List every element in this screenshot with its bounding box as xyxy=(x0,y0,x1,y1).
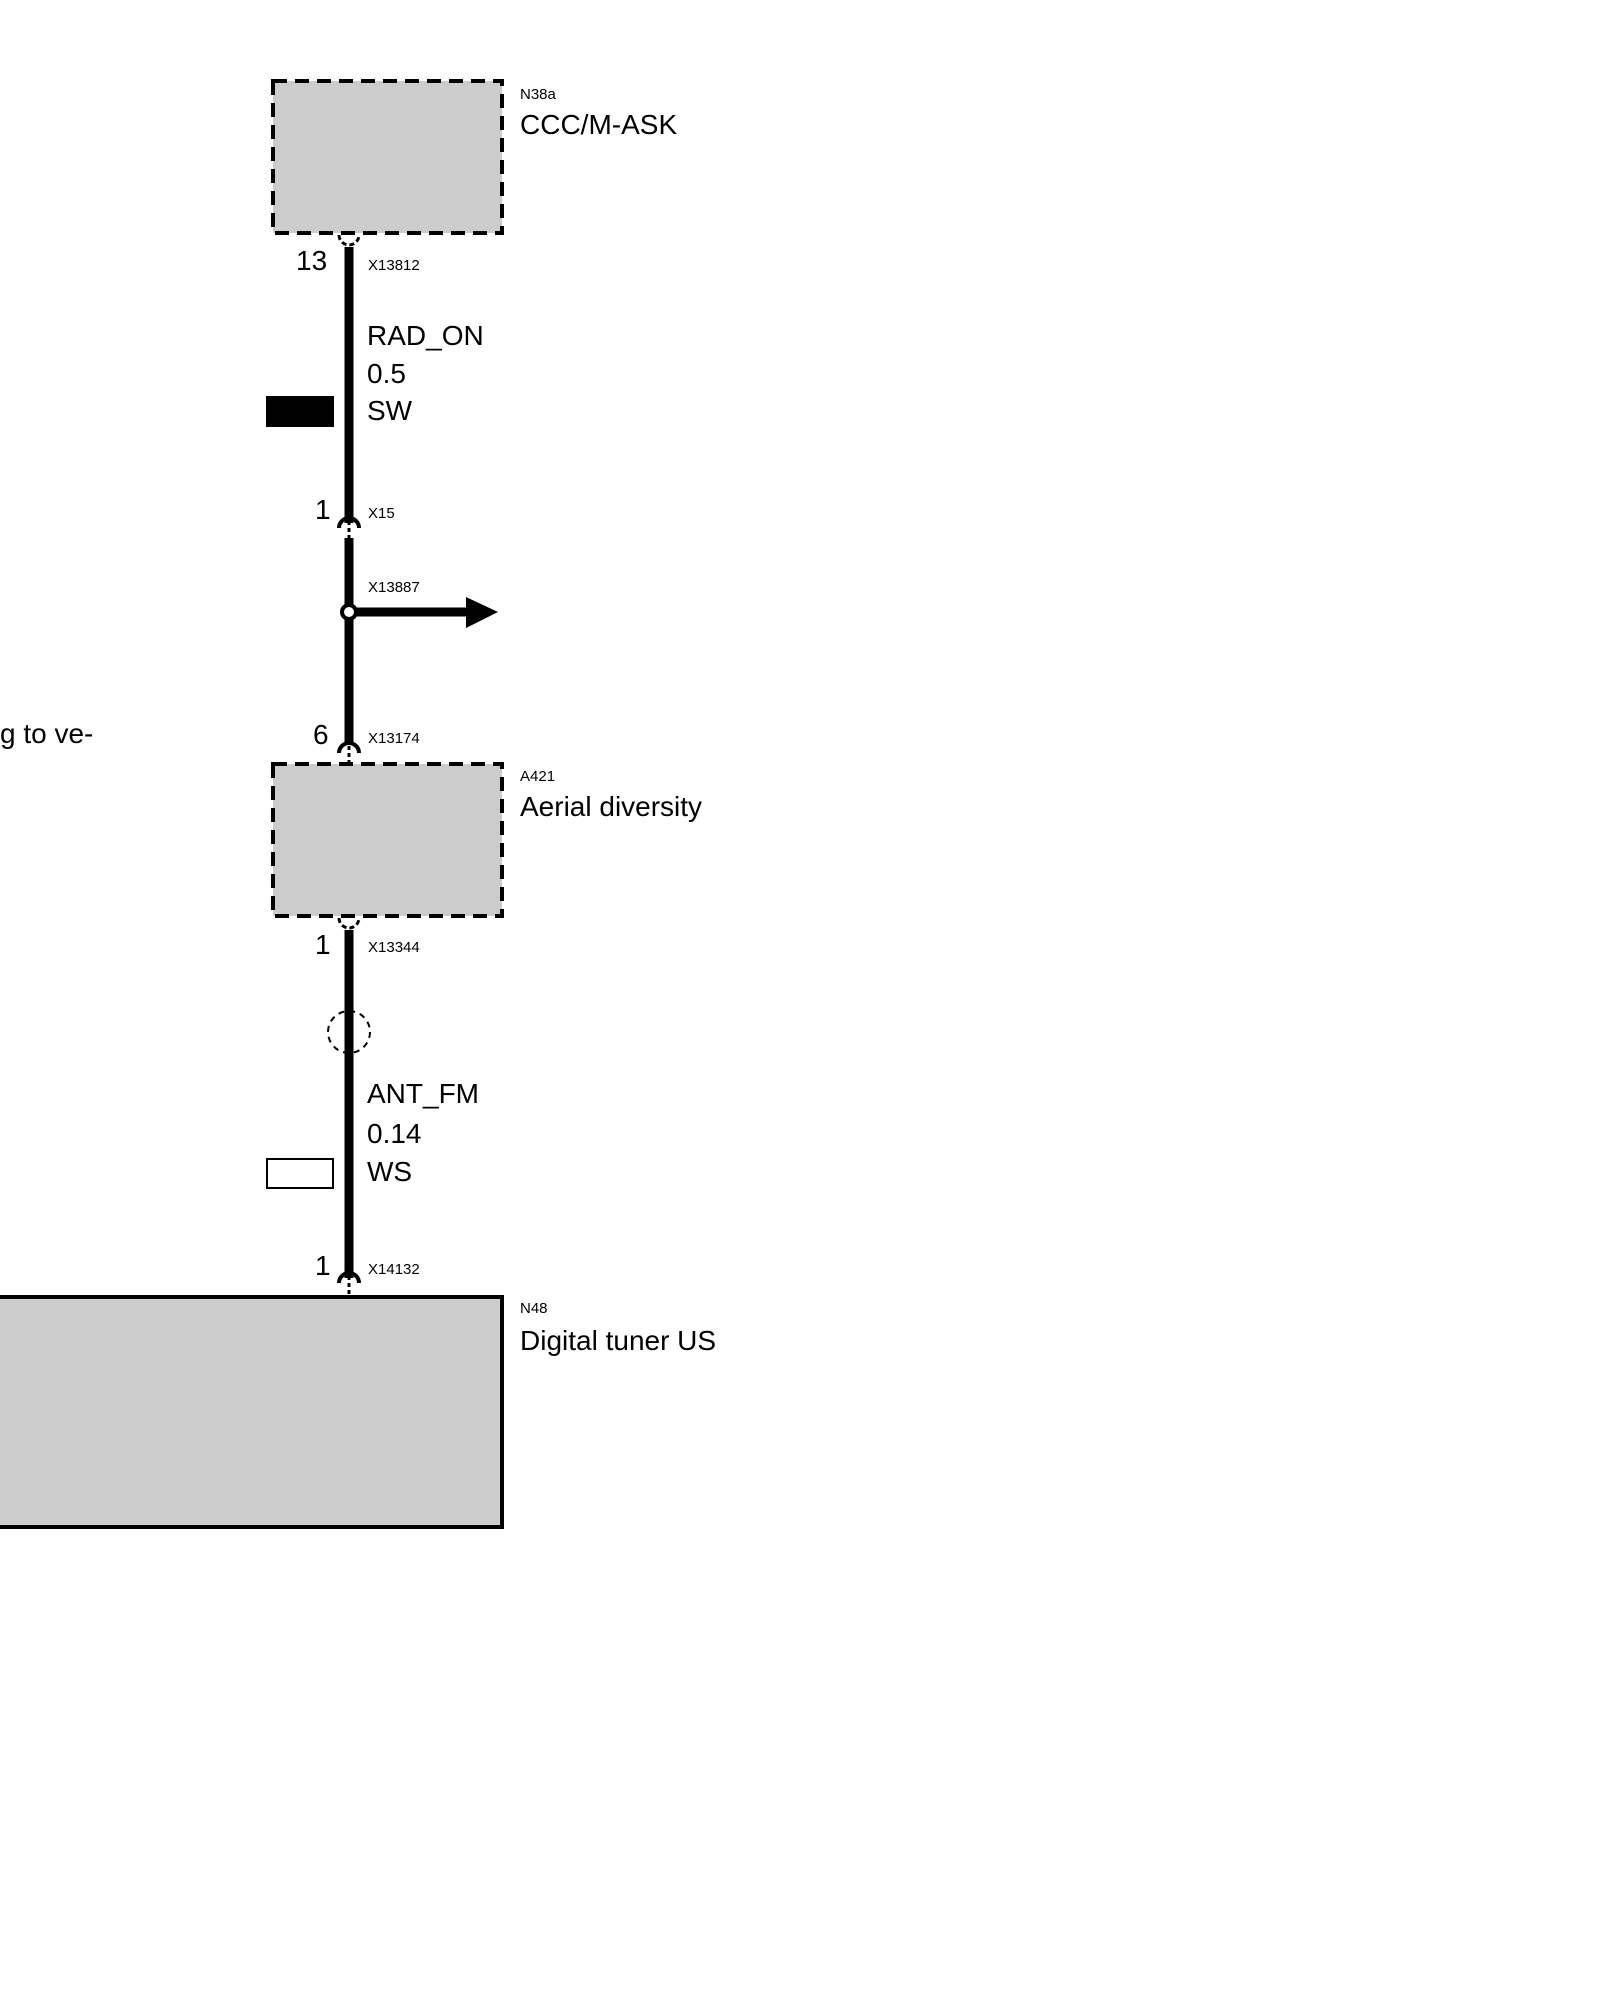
component-name-ccc-m-ask: CCC/M-ASK xyxy=(520,109,677,140)
connector-id-x13812: X13812 xyxy=(368,257,420,274)
pin-number-1-x13344: 1 xyxy=(315,929,331,960)
connector-plug-x15 xyxy=(337,516,361,529)
connector-id-x13887: X13887 xyxy=(368,579,420,596)
component-ref-n38a: N38a xyxy=(520,86,557,103)
shielding-icon xyxy=(327,1010,371,1054)
component-ref-a421: A421 xyxy=(520,768,555,785)
component-name-digital-tuner-us: Digital tuner US xyxy=(520,1325,716,1356)
component-box-ccc-m-ask[interactable] xyxy=(271,79,504,235)
splice-point-x13887 xyxy=(340,603,358,621)
connector-socket-x13812 xyxy=(337,234,361,247)
wire-color-code-sw: SW xyxy=(367,395,413,426)
component-box-digital-tuner-us[interactable] xyxy=(0,1295,504,1529)
pin-number-6: 6 xyxy=(313,719,329,750)
component-ref-n48: N48 xyxy=(520,1300,548,1317)
wire-color-swatch-black xyxy=(266,396,334,427)
wire-color-swatch-white xyxy=(266,1158,334,1189)
connector-id-x13174: X13174 xyxy=(368,730,420,747)
connector-id-x13344: X13344 xyxy=(368,939,420,956)
connector-socket-x13344 xyxy=(337,917,361,930)
component-name-aerial-diversity: Aerial diversity xyxy=(520,791,702,822)
wire-color-code-ws: WS xyxy=(367,1156,412,1187)
component-box-aerial-diversity[interactable] xyxy=(271,762,504,918)
connector-plug-x14132 xyxy=(337,1271,361,1284)
pin-number-1-x14132: 1 xyxy=(315,1250,331,1281)
connector-plug-x13174 xyxy=(337,741,361,754)
side-note: g to ve- xyxy=(0,718,93,749)
wire-signal-ant-fm: ANT_FM xyxy=(367,1078,479,1109)
connector-id-x15: X15 xyxy=(368,505,395,522)
wire-cross-section-0-5: 0.5 xyxy=(367,358,406,389)
pin-number-13: 13 xyxy=(296,245,327,276)
connector-id-x14132: X14132 xyxy=(368,1261,420,1278)
branch-arrow-icon[interactable] xyxy=(466,597,498,628)
wire-cross-section-0-14: 0.14 xyxy=(367,1118,422,1149)
wire-signal-rad-on: RAD_ON xyxy=(367,320,484,351)
pin-number-1-x15: 1 xyxy=(315,494,331,525)
